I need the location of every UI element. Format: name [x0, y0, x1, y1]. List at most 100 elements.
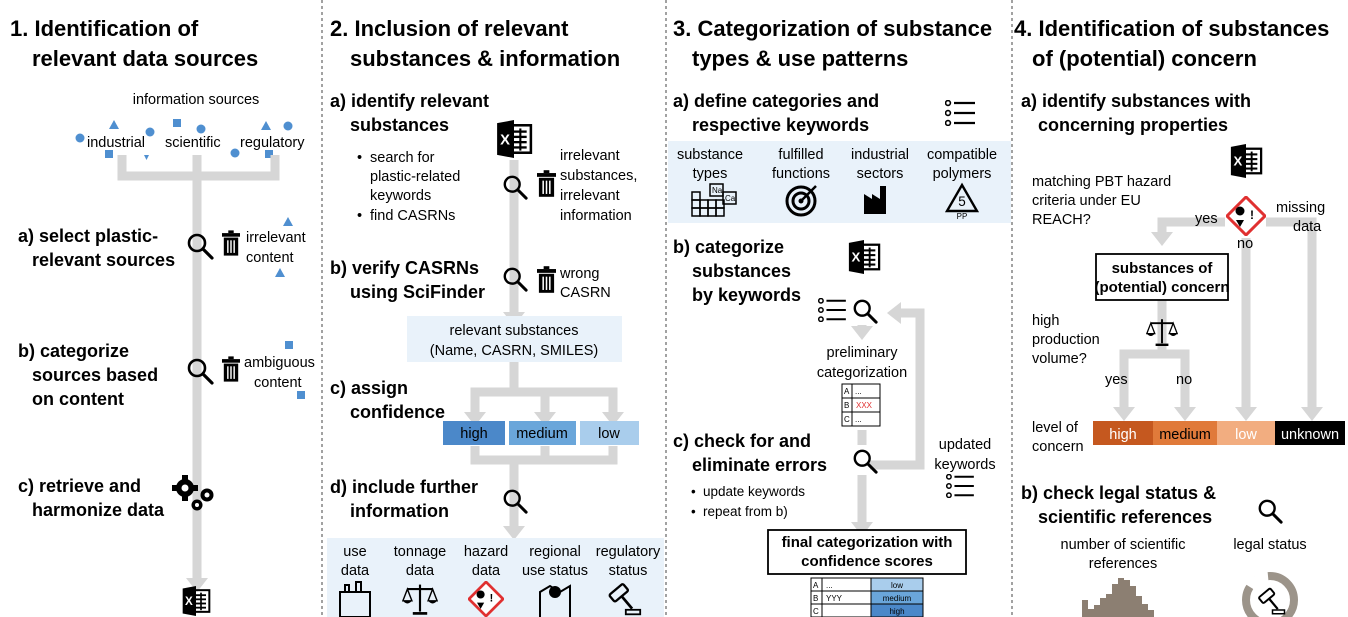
concern-box: [1095, 253, 1229, 301]
source-regulatory: regulatory: [240, 135, 305, 151]
concern-low-box: [1217, 421, 1275, 445]
hpv-yes: yes: [1105, 372, 1128, 388]
source-scientific: scientific: [165, 135, 221, 151]
info-regulatory-2: status: [609, 563, 648, 579]
irrelevant-content-1: irrelevant: [246, 230, 306, 246]
search-icon: [853, 299, 878, 324]
final-categorization-1: final categorization with: [782, 534, 953, 551]
level-of-concern-1: level of: [1032, 420, 1079, 436]
col1-step-b-line1: b) categorize: [18, 341, 129, 361]
final-cell-yyy: YYY: [826, 594, 843, 603]
final-row-c: C: [813, 607, 819, 616]
flow-arrowhead: [186, 578, 208, 592]
category-substance-1: substance: [677, 147, 743, 163]
info-use-1: use: [343, 544, 366, 560]
col2-step-d-line1: d) include further: [330, 477, 478, 497]
missing-data-2: data: [1293, 219, 1322, 235]
pbt-yes: yes: [1195, 211, 1218, 227]
legal-status: legal status: [1233, 537, 1306, 553]
list-icon: [946, 474, 974, 498]
col2-step-b-line2: using SciFinder: [350, 282, 485, 302]
pbt-question-1: matching PBT hazard: [1032, 174, 1171, 190]
recycling-number: 5: [958, 194, 966, 209]
preliminary-table: [841, 383, 881, 427]
col1-step-a-line2: relevant sources: [32, 250, 175, 270]
irrelevant-3: irrelevant: [560, 188, 620, 204]
irrelevant-1: irrelevant: [560, 148, 620, 164]
col2-title-line2: substances & information: [350, 46, 620, 71]
info-regional-1: regional: [529, 544, 581, 560]
map-pin-icon: [539, 584, 571, 617]
final-cell-dots: ...: [826, 581, 833, 590]
element-na: Na: [712, 186, 723, 195]
col3-step-a-line1: a) define categories and: [673, 91, 879, 111]
col1-step-c-line2: harmonize data: [32, 500, 165, 520]
list-icon: [818, 298, 846, 322]
list-icon: [945, 100, 975, 126]
final-row-a: A: [813, 581, 819, 590]
col4-title-line1: 4. Identification of substances: [1014, 16, 1329, 41]
col3-step-b-line2: substances: [692, 261, 791, 281]
flow-arrowhead: [1113, 407, 1135, 421]
category-functions-1: fulfilled: [778, 147, 823, 163]
prelim-cell-dots: ...: [855, 415, 862, 424]
final-row-b: B: [813, 594, 818, 603]
concern-high: high: [1109, 427, 1136, 443]
col2-step-c-line1: c) assign: [330, 378, 408, 398]
category-polymers-1: compatible: [927, 147, 997, 163]
preliminary-1: preliminary: [827, 345, 899, 361]
concern-box-line2: (potential) concern: [1094, 279, 1229, 296]
concern-unknown: unknown: [1281, 427, 1339, 443]
hpv-question-3: volume?: [1032, 351, 1087, 367]
category-substance-2: types: [693, 166, 728, 182]
bullet-dot: •: [357, 150, 362, 166]
col1-step-b-line3: on content: [32, 389, 124, 409]
spreadsheet-icon: [1229, 144, 1263, 178]
flow-lines-col4: [1119, 217, 1317, 412]
column-1: 1. Identification of relevant data sourc…: [10, 16, 315, 616]
pbt-no: no: [1237, 236, 1253, 252]
prelim-row-a: A: [844, 387, 850, 396]
relevant-substances-line1: relevant substances: [450, 323, 579, 339]
scientific-refs-1: number of scientific: [1061, 537, 1186, 553]
info-tonnage-1: tonnage: [394, 544, 446, 560]
missing-data-1: missing: [1276, 200, 1325, 216]
trash-icon: [222, 356, 240, 382]
concern-medium: medium: [1159, 427, 1211, 443]
relevant-substances-line2: (Name, CASRN, SMILES): [430, 343, 598, 359]
prelim-cell-xxx: XXX: [856, 401, 873, 410]
hpv-question-1: high: [1032, 313, 1059, 329]
updated-keywords-1: updated: [939, 437, 991, 453]
flow-arrowhead: [534, 412, 556, 426]
updated-keywords-2: keywords: [934, 457, 995, 473]
col3-step-b-line1: b) categorize: [673, 237, 784, 257]
trash-icon: [222, 230, 240, 256]
trash-icon: [537, 170, 556, 197]
col4-step-b-line1: b) check legal status &: [1021, 483, 1216, 503]
final-table: [810, 577, 924, 617]
wrong-casrn-2: CASRN: [560, 285, 611, 301]
spreadsheet-icon: [847, 240, 881, 274]
concern-high-box: [1093, 421, 1153, 445]
col2-step-b-line1: b) verify CASRNs: [330, 258, 479, 278]
ambiguous-content-2: content: [254, 375, 302, 391]
col3-step-b-line3: by keywords: [692, 285, 801, 305]
info-hazard-2: data: [472, 563, 501, 579]
info-hazard-1: hazard: [464, 544, 508, 560]
bullet-repeat: repeat from b): [703, 504, 788, 519]
search-icon: [1258, 499, 1283, 524]
flow-lines-col1: [117, 155, 280, 582]
bullet-search-line2: plastic-related: [370, 169, 460, 185]
col2-title-line1: 2. Inclusion of relevant: [330, 16, 569, 41]
flow-arrowhead: [1151, 232, 1173, 246]
info-sources-label: information sources: [133, 92, 260, 108]
col1-step-a-line1: a) select plastic-: [18, 226, 158, 246]
column-3: 3. Categorization of substance types & u…: [668, 16, 1011, 617]
relevant-substances-panel: [407, 316, 622, 362]
col1-title-line2: relevant data sources: [32, 46, 258, 71]
hpv-no: no: [1176, 372, 1192, 388]
flow-arrowhead: [1235, 407, 1257, 421]
column-2: 2. Inclusion of relevant substances & in…: [327, 16, 664, 617]
bullet-dot: •: [691, 484, 696, 499]
